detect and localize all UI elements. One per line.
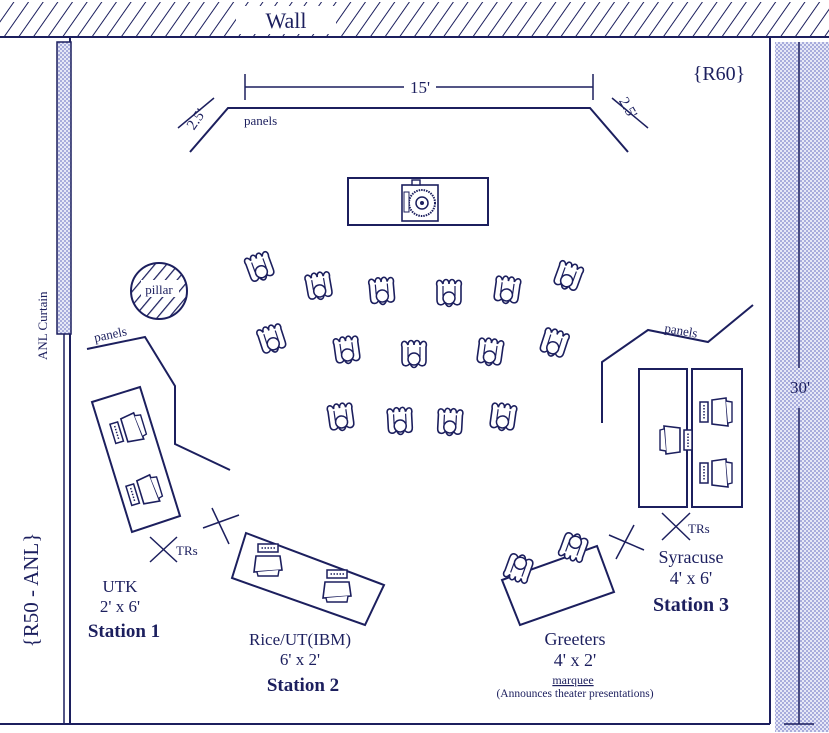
computer-icon	[253, 543, 283, 577]
station-3	[638, 368, 743, 508]
station-1-size: 2' x 6'	[100, 597, 140, 616]
chair	[435, 278, 463, 308]
corridor	[775, 42, 829, 732]
wall-label: Wall	[266, 8, 307, 33]
station-2-name: Station 2	[267, 675, 339, 696]
station-2-desk	[230, 531, 386, 627]
station-3-size: 4' x 6'	[670, 568, 713, 588]
station-3-name: Station 3	[653, 594, 729, 616]
pillar	[130, 262, 188, 320]
station-2-org: Rice/UT(IBM)	[249, 630, 351, 649]
right-panels	[601, 304, 754, 423]
left-wing-length: 2.5'	[184, 106, 210, 133]
depth-dimension: 30'	[790, 378, 810, 397]
chair	[242, 249, 277, 285]
greeters-label: Greeters	[545, 629, 606, 649]
chair	[331, 334, 362, 366]
station-1-name: Station 1	[88, 621, 160, 642]
panels-length: 15'	[410, 78, 430, 97]
chair	[367, 275, 397, 307]
chair	[386, 406, 414, 436]
computer-icon	[699, 397, 733, 427]
pillar-label: pillar	[145, 282, 173, 297]
chair	[551, 258, 586, 294]
computer-icon	[699, 458, 733, 488]
panels-top-label: panels	[244, 113, 277, 128]
computer-icon	[659, 425, 693, 455]
chair	[325, 401, 356, 433]
tr-marker	[149, 507, 240, 563]
panels-right-label: panels	[663, 320, 698, 341]
chair	[488, 401, 519, 433]
greeters-size: 4' x 2'	[554, 650, 597, 670]
top-panels	[177, 74, 649, 153]
chair	[492, 274, 523, 306]
anl-curtain-label: ANL Curtain	[35, 291, 50, 360]
chair	[400, 339, 428, 369]
station-3-trs: TRs	[688, 521, 710, 536]
station-1-org: UTK	[103, 577, 139, 596]
marquee-note: (Announces theater presentations)	[496, 688, 653, 700]
station-2-size: 6' x 2'	[280, 650, 320, 669]
marquee-label: marquee	[552, 673, 593, 687]
chair	[436, 407, 464, 437]
chair	[475, 336, 506, 368]
station-1-desk	[90, 385, 182, 534]
room-id: {R60}	[693, 63, 746, 85]
top-wall	[0, 2, 829, 37]
station-1-trs: TRs	[176, 543, 198, 558]
station-3-org: Syracuse	[659, 547, 724, 567]
right-wing-dim	[611, 97, 649, 129]
anl-curtain	[56, 41, 72, 335]
adjacent-room-id: {R50 - ANL}	[19, 533, 43, 648]
chair	[303, 269, 335, 303]
tr-marker	[608, 512, 691, 560]
left-panels	[86, 335, 231, 471]
chair	[254, 321, 289, 357]
station-1	[90, 385, 182, 534]
station-2	[230, 531, 386, 627]
audience-seating	[242, 249, 586, 437]
computer-icon	[322, 569, 352, 603]
projector-icon	[401, 179, 439, 222]
left-wing-dim	[177, 97, 215, 129]
panels-left-label: panels	[93, 323, 129, 345]
wall-label-bg	[236, 6, 336, 34]
greeters-desk	[500, 529, 616, 627]
chair	[537, 325, 572, 361]
